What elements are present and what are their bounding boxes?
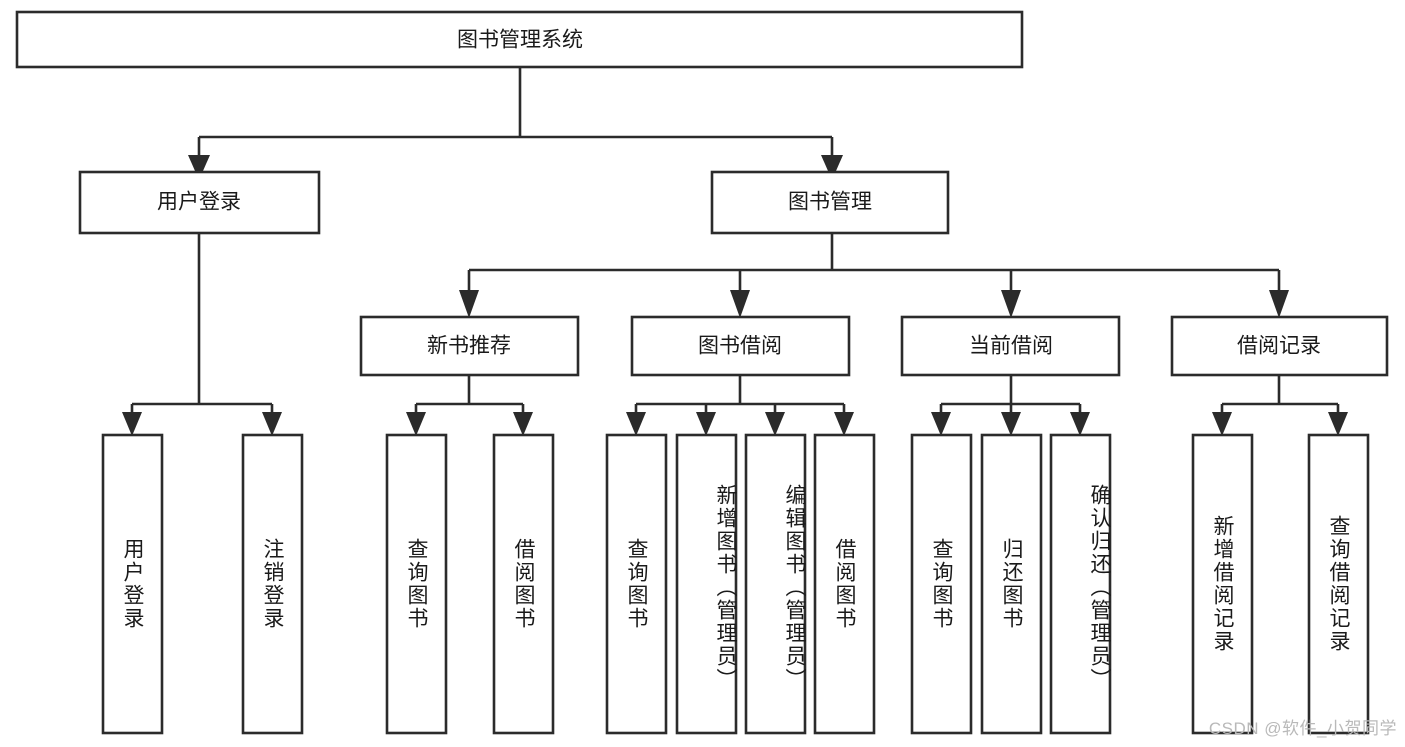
node-borrow-record-box[interactable] bbox=[1170, 315, 1389, 377]
arrow-down-icon bbox=[1070, 412, 1090, 436]
node-book-management-label: 图书管理 bbox=[788, 191, 872, 214]
node-book-borrow-label: 图书借阅 bbox=[698, 335, 782, 358]
node-borrow-record[interactable]: 借阅记录 bbox=[1170, 315, 1389, 377]
node-current-borrow-box[interactable] bbox=[900, 315, 1121, 377]
node-root-label: 图书管理系统 bbox=[457, 29, 583, 52]
leaf-box-user-login[interactable] bbox=[101, 433, 164, 735]
connector-userlogin-trunk bbox=[130, 233, 274, 418]
leaf-box-query-book-borrow[interactable] bbox=[605, 433, 668, 735]
node-current-borrow[interactable]: 当前借阅 bbox=[900, 315, 1121, 377]
leaf-box-query-book-newbook[interactable] bbox=[385, 433, 448, 735]
arrow-down-icon bbox=[459, 290, 479, 318]
arrow-down-icon bbox=[122, 412, 142, 436]
arrow-down-icon bbox=[821, 155, 843, 180]
node-new-book-recommend-box[interactable] bbox=[359, 315, 580, 377]
node-book-management[interactable]: 图书管理 bbox=[710, 170, 950, 235]
node-new-book-recommend[interactable]: 新书推荐 bbox=[359, 315, 580, 377]
node-book-borrow-box[interactable] bbox=[630, 315, 851, 377]
node-user-login-label: 用户登录 bbox=[157, 191, 241, 214]
node-borrow-record-label: 借阅记录 bbox=[1237, 335, 1321, 358]
arrow-down-icon bbox=[696, 412, 716, 436]
arrow-down-icon bbox=[1001, 412, 1021, 436]
connector-currentborrow-trunk bbox=[939, 375, 1082, 418]
arrow-down-icon bbox=[1212, 412, 1232, 436]
arrow-down-icon bbox=[834, 412, 854, 436]
connector-borrowrecord-trunk bbox=[1220, 375, 1340, 418]
arrow-down-icon bbox=[730, 290, 750, 318]
arrow-down-icon bbox=[262, 412, 282, 436]
arrow-down-icon bbox=[1269, 290, 1289, 318]
leaf-box-add-book-admin[interactable] bbox=[675, 433, 738, 735]
arrowhead-group bbox=[122, 155, 1348, 436]
connector-newbook-trunk bbox=[414, 375, 525, 418]
connector-root-trunk bbox=[197, 67, 834, 158]
node-root-box[interactable] bbox=[15, 10, 1024, 69]
leaf-box-query-borrow-record[interactable] bbox=[1307, 433, 1370, 735]
arrow-down-icon bbox=[626, 412, 646, 436]
arrow-down-icon bbox=[406, 412, 426, 436]
arrow-down-icon bbox=[1001, 290, 1021, 318]
leaf-box-edit-book-admin[interactable] bbox=[744, 433, 807, 735]
connector-group bbox=[130, 67, 1340, 418]
leaf-box-group bbox=[101, 433, 1370, 735]
node-user-login-box[interactable] bbox=[78, 170, 321, 235]
arrow-down-icon bbox=[188, 155, 210, 180]
leaf-box-query-book-current[interactable] bbox=[910, 433, 973, 735]
arrow-down-icon bbox=[765, 412, 785, 436]
leaf-box-borrow-book-newbook[interactable] bbox=[492, 433, 555, 735]
node-new-book-recommend-label: 新书推荐 bbox=[427, 335, 511, 358]
node-book-borrow[interactable]: 图书借阅 bbox=[630, 315, 851, 377]
leaf-box-return-book[interactable] bbox=[980, 433, 1043, 735]
node-root[interactable]: 图书管理系统 bbox=[15, 10, 1024, 69]
arrow-down-icon bbox=[931, 412, 951, 436]
arrow-down-icon bbox=[1328, 412, 1348, 436]
node-book-management-box[interactable] bbox=[710, 170, 950, 235]
watermark-text: CSDN @软件_小贺同学 bbox=[1208, 719, 1397, 738]
arrow-down-icon bbox=[513, 412, 533, 436]
node-current-borrow-label: 当前借阅 bbox=[969, 335, 1053, 358]
node-user-login[interactable]: 用户登录 bbox=[78, 170, 321, 235]
leaf-box-borrow-book[interactable] bbox=[813, 433, 876, 735]
leaf-box-add-borrow-record[interactable] bbox=[1191, 433, 1254, 735]
connector-bookmgmt-trunk bbox=[467, 233, 1281, 294]
leaf-box-confirm-return-admin[interactable] bbox=[1049, 433, 1112, 735]
leaf-box-logout[interactable] bbox=[241, 433, 304, 735]
connector-borrowbook-trunk bbox=[634, 375, 846, 418]
